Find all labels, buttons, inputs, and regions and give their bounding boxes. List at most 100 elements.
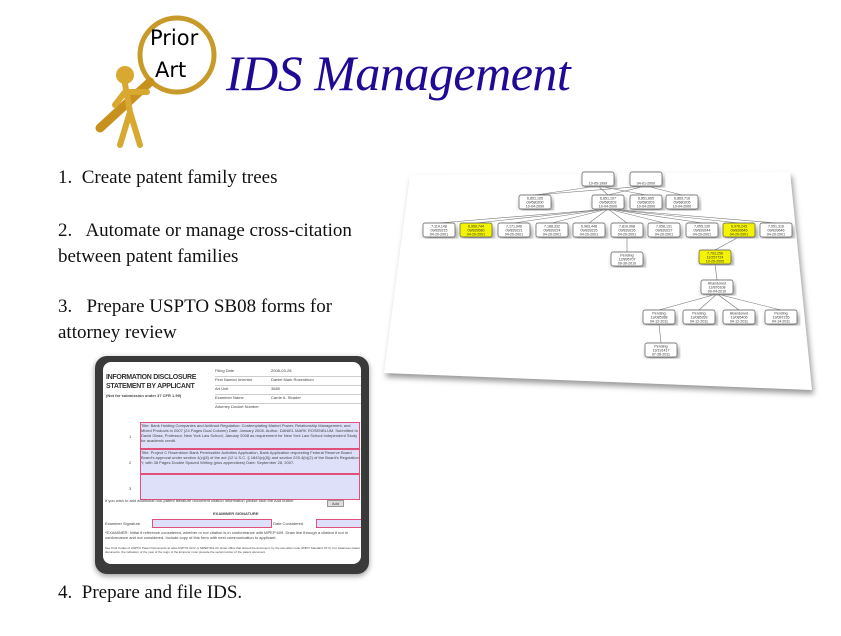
tree-node-label: 6,976,243 <box>731 225 747 229</box>
tree-node-label: 09/680205 <box>674 201 691 205</box>
tree-node-label: 7,188,332 <box>544 225 560 229</box>
tree-node: 04-01-2000 <box>629 171 663 187</box>
tree-edge <box>607 208 777 224</box>
tree-node-label: 07-26-2011 <box>652 353 670 357</box>
form-subheading: (Not for submission under 37 CFR 1.99) <box>106 393 182 398</box>
sb08-form-screenshot: INFORMATION DISCLOSURE STATEMENT BY APPL… <box>95 356 369 574</box>
tree-node-label: 11/257724 <box>707 256 724 260</box>
tree-edge <box>534 185 647 196</box>
tree-node-label: 13/085406 <box>731 316 748 320</box>
tree-node-box <box>591 194 625 210</box>
tree-node-box <box>535 222 569 238</box>
tree-node-box <box>610 251 644 267</box>
tree-edge <box>607 208 703 224</box>
bullet-1: 1. Create patent family trees <box>58 167 278 188</box>
tree-node-box <box>644 342 678 358</box>
tree-node-label: 09/839215 <box>431 229 448 233</box>
tree-node: 10-05-1999 <box>581 171 615 187</box>
logo-text-prior: Prior <box>150 26 199 50</box>
tree-node-label: 04-14-2011 <box>772 320 790 324</box>
date-considered-label: Date Considered <box>273 521 304 526</box>
tree-node-label: 6,851,665 <box>638 197 654 201</box>
bullet-2: 2. Automate or manage cross-citation bet… <box>58 220 352 267</box>
tree-node-label: 04-20-2001 <box>767 233 785 237</box>
tree-node-label: Pending <box>652 312 665 316</box>
tree-node-label: 12/876108 <box>709 286 726 290</box>
tree-node-label: 04-20-2001 <box>580 233 598 237</box>
tree-node-label: 12/895707 <box>619 258 636 262</box>
add-button[interactable]: Add <box>327 500 345 507</box>
tree-node-box <box>572 222 606 238</box>
tree-node-label: 09/839224 <box>544 229 561 233</box>
tree-node-box <box>665 194 699 210</box>
tree-node-label: 04-20-2001 <box>430 233 448 237</box>
tree-edge <box>597 185 647 196</box>
tree-node-label: 09/839580 <box>468 229 485 233</box>
tree-node-label: 09/839646 <box>768 229 785 233</box>
tree-node-label: 6,851,107 <box>600 197 616 201</box>
tree-node-label: 7,055,130 <box>694 225 710 229</box>
add-note: If you wish to add additional non-patent… <box>105 498 294 503</box>
tree-edge <box>714 263 718 281</box>
tree-node-label: 04-20-2001 <box>505 233 523 237</box>
tree-edge <box>438 208 609 224</box>
tree-edge <box>658 323 662 344</box>
tree-node-label: 04-20-2001 <box>543 233 561 237</box>
tree-edge <box>716 293 740 311</box>
tree-node-box <box>685 222 719 238</box>
date-considered-field[interactable] <box>316 519 361 528</box>
tree-edge <box>513 208 609 224</box>
tree-node-box <box>682 309 716 325</box>
magnifier-figure-icon <box>95 15 217 148</box>
examiner-signature-label: Examiner Signature <box>105 521 141 526</box>
tree-node-label: 7,793,256 <box>707 252 723 256</box>
tree-node-box <box>581 171 615 187</box>
tree-node-label: 09-04-2010 <box>708 290 726 294</box>
tree-node-label: Pending <box>774 312 787 316</box>
tree-node-label: 04-20-2001 <box>693 233 711 237</box>
tree-node-label: 09/839225 <box>581 229 598 233</box>
tree-edge <box>597 185 609 196</box>
citation-field-1[interactable]: Title: Bank Holding Companies and Antitr… <box>140 422 360 449</box>
tree-edge <box>607 208 740 224</box>
citation-field-2[interactable]: Title: Project C Rosenblum Bank Permissi… <box>140 449 360 474</box>
tree-node-box <box>629 194 663 210</box>
examiner-signature-field[interactable] <box>152 519 272 528</box>
row-num: 3 <box>129 486 132 491</box>
tree-node-label: 09/839221 <box>506 229 523 233</box>
tree-node-label: 6,869,716 <box>674 197 690 201</box>
tree-node-label: 7,058,131 <box>656 225 672 229</box>
tree-node-label: 13/087235 <box>773 316 790 320</box>
tree-node-label: Pending <box>654 345 667 349</box>
citation-field-3[interactable] <box>140 474 360 500</box>
tree-node-label: Abandoned <box>730 312 748 316</box>
tree-node-box <box>422 222 456 238</box>
tree-node-label: 04-20-2001 <box>655 233 673 237</box>
tree-node-label: 6,851,105 <box>527 197 543 201</box>
tree-node-label: 09/839226 <box>619 229 636 233</box>
tree-node-label: 7,114,148 <box>431 225 447 229</box>
tree-node-label: 09/839227 <box>656 229 673 233</box>
tree-node-label: 09/680203 <box>638 201 655 205</box>
tree-node-box <box>722 222 756 238</box>
tree-node-label: 10-04-2000 <box>673 205 691 209</box>
tree-node-label: 7,051,316 <box>768 225 784 229</box>
bullet-4: 4. Prepare and file IDS. <box>58 582 243 603</box>
tree-node-label: Pending <box>620 254 633 258</box>
tree-node-label: 04-12-2011 <box>650 320 668 324</box>
tree-edge <box>607 208 665 224</box>
